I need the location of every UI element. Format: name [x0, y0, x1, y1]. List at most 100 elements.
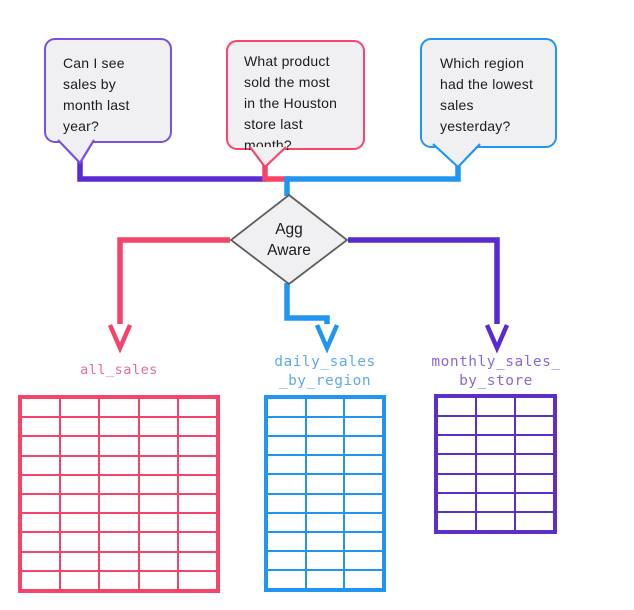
- connector-pink-to-all-sales: [117, 237, 230, 324]
- table-cell: [138, 417, 178, 437]
- table-cell: [515, 454, 554, 474]
- bubble-tail-purple: [57, 139, 95, 165]
- table-cell: [21, 570, 61, 590]
- table-cell: [267, 550, 306, 570]
- connector-blue-to-daily-sales: [284, 283, 330, 324]
- table-cell: [99, 455, 139, 475]
- table-cell: [60, 494, 100, 514]
- table-cell: [60, 532, 100, 552]
- table-grid-daily-sales-by-region: [264, 395, 386, 592]
- table-cell: [437, 454, 476, 474]
- table-cell: [305, 531, 345, 551]
- table-cell: [60, 436, 100, 456]
- question-bubble-houston-product: What product sold the most in the Housto…: [226, 40, 365, 153]
- connector-blue-question: [284, 164, 461, 196]
- table-cell: [138, 532, 178, 552]
- table-cell: [21, 513, 61, 533]
- table-cell: [476, 397, 515, 417]
- table-cell: [177, 436, 217, 456]
- question-text: Can I see sales by month last year?: [63, 55, 130, 134]
- table-label-all-sales: all_sales: [80, 362, 158, 378]
- decision-node-label: Agg Aware: [267, 221, 311, 259]
- connector-purple-to-monthly-sales: [348, 237, 500, 324]
- table-cell: [344, 455, 383, 475]
- table-cell: [344, 550, 383, 570]
- table-cell: [21, 455, 61, 475]
- connector-purple-question: [77, 160, 266, 182]
- table-cell: [344, 398, 383, 418]
- table-cell: [305, 569, 345, 589]
- table-cell: [476, 511, 515, 531]
- connector-pink-question: [262, 165, 290, 182]
- table-cell: [267, 436, 306, 456]
- table-cell: [60, 417, 100, 437]
- table-cell: [60, 474, 100, 494]
- question-bubble-monthly-sales: Can I see sales by month last year?: [44, 38, 172, 143]
- table-cell: [476, 492, 515, 512]
- table-cell: [437, 473, 476, 493]
- arrowhead-blue-icon: [314, 324, 340, 354]
- table-cell: [21, 532, 61, 552]
- table-cell: [515, 397, 554, 417]
- table-cell: [21, 436, 61, 456]
- table-cell: [138, 513, 178, 533]
- table-cell: [344, 531, 383, 551]
- table-cell: [437, 511, 476, 531]
- table-cell: [476, 473, 515, 493]
- table-label-daily-sales-by-region: daily_sales _by_region: [274, 354, 376, 389]
- table-grid-monthly-sales-by-store: [434, 394, 557, 534]
- table-cell: [305, 493, 345, 513]
- table-cell: [344, 474, 383, 494]
- table-cell: [267, 417, 306, 437]
- table-cell: [177, 494, 217, 514]
- table-cell: [267, 398, 306, 418]
- table-cell: [99, 570, 139, 590]
- table-cell: [437, 416, 476, 436]
- table-cell: [476, 435, 515, 455]
- table-cell: [99, 436, 139, 456]
- table-cell: [305, 455, 345, 475]
- table-cell: [99, 532, 139, 552]
- table-cell: [60, 570, 100, 590]
- table-cell: [99, 398, 139, 418]
- table-cell: [267, 493, 306, 513]
- table-cell: [267, 455, 306, 475]
- question-text: What product sold the most in the Housto…: [244, 53, 338, 153]
- table-cell: [515, 435, 554, 455]
- table-cell: [177, 455, 217, 475]
- table-cell: [99, 417, 139, 437]
- table-cell: [60, 513, 100, 533]
- table-cell: [138, 551, 178, 571]
- table-cell: [177, 474, 217, 494]
- table-cell: [305, 436, 345, 456]
- table-cell: [305, 474, 345, 494]
- arrowhead-pink-icon: [107, 324, 133, 354]
- table-cell: [60, 398, 100, 418]
- table-cell: [177, 532, 217, 552]
- table-label-monthly-sales-by-store: monthly_sales_ by_store: [431, 354, 561, 389]
- table-cell: [515, 511, 554, 531]
- table-cell: [267, 569, 306, 589]
- table-cell: [476, 454, 515, 474]
- table-cell: [344, 493, 383, 513]
- table-cell: [21, 474, 61, 494]
- table-cell: [344, 417, 383, 437]
- table-cell: [305, 512, 345, 532]
- table-cell: [21, 398, 61, 418]
- table-cell: [305, 550, 345, 570]
- table-cell: [138, 474, 178, 494]
- question-text: Which region had the lowest sales yester…: [440, 55, 534, 134]
- table-cell: [515, 473, 554, 493]
- question-bubble-lowest-region: Which region had the lowest sales yester…: [420, 38, 557, 148]
- table-cell: [177, 513, 217, 533]
- table-cell: [60, 551, 100, 571]
- table-cell: [476, 416, 515, 436]
- table-cell: [60, 455, 100, 475]
- table-cell: [267, 474, 306, 494]
- table-cell: [437, 397, 476, 417]
- table-cell: [177, 551, 217, 571]
- table-cell: [177, 570, 217, 590]
- table-cell: [344, 569, 383, 589]
- table-cell: [99, 494, 139, 514]
